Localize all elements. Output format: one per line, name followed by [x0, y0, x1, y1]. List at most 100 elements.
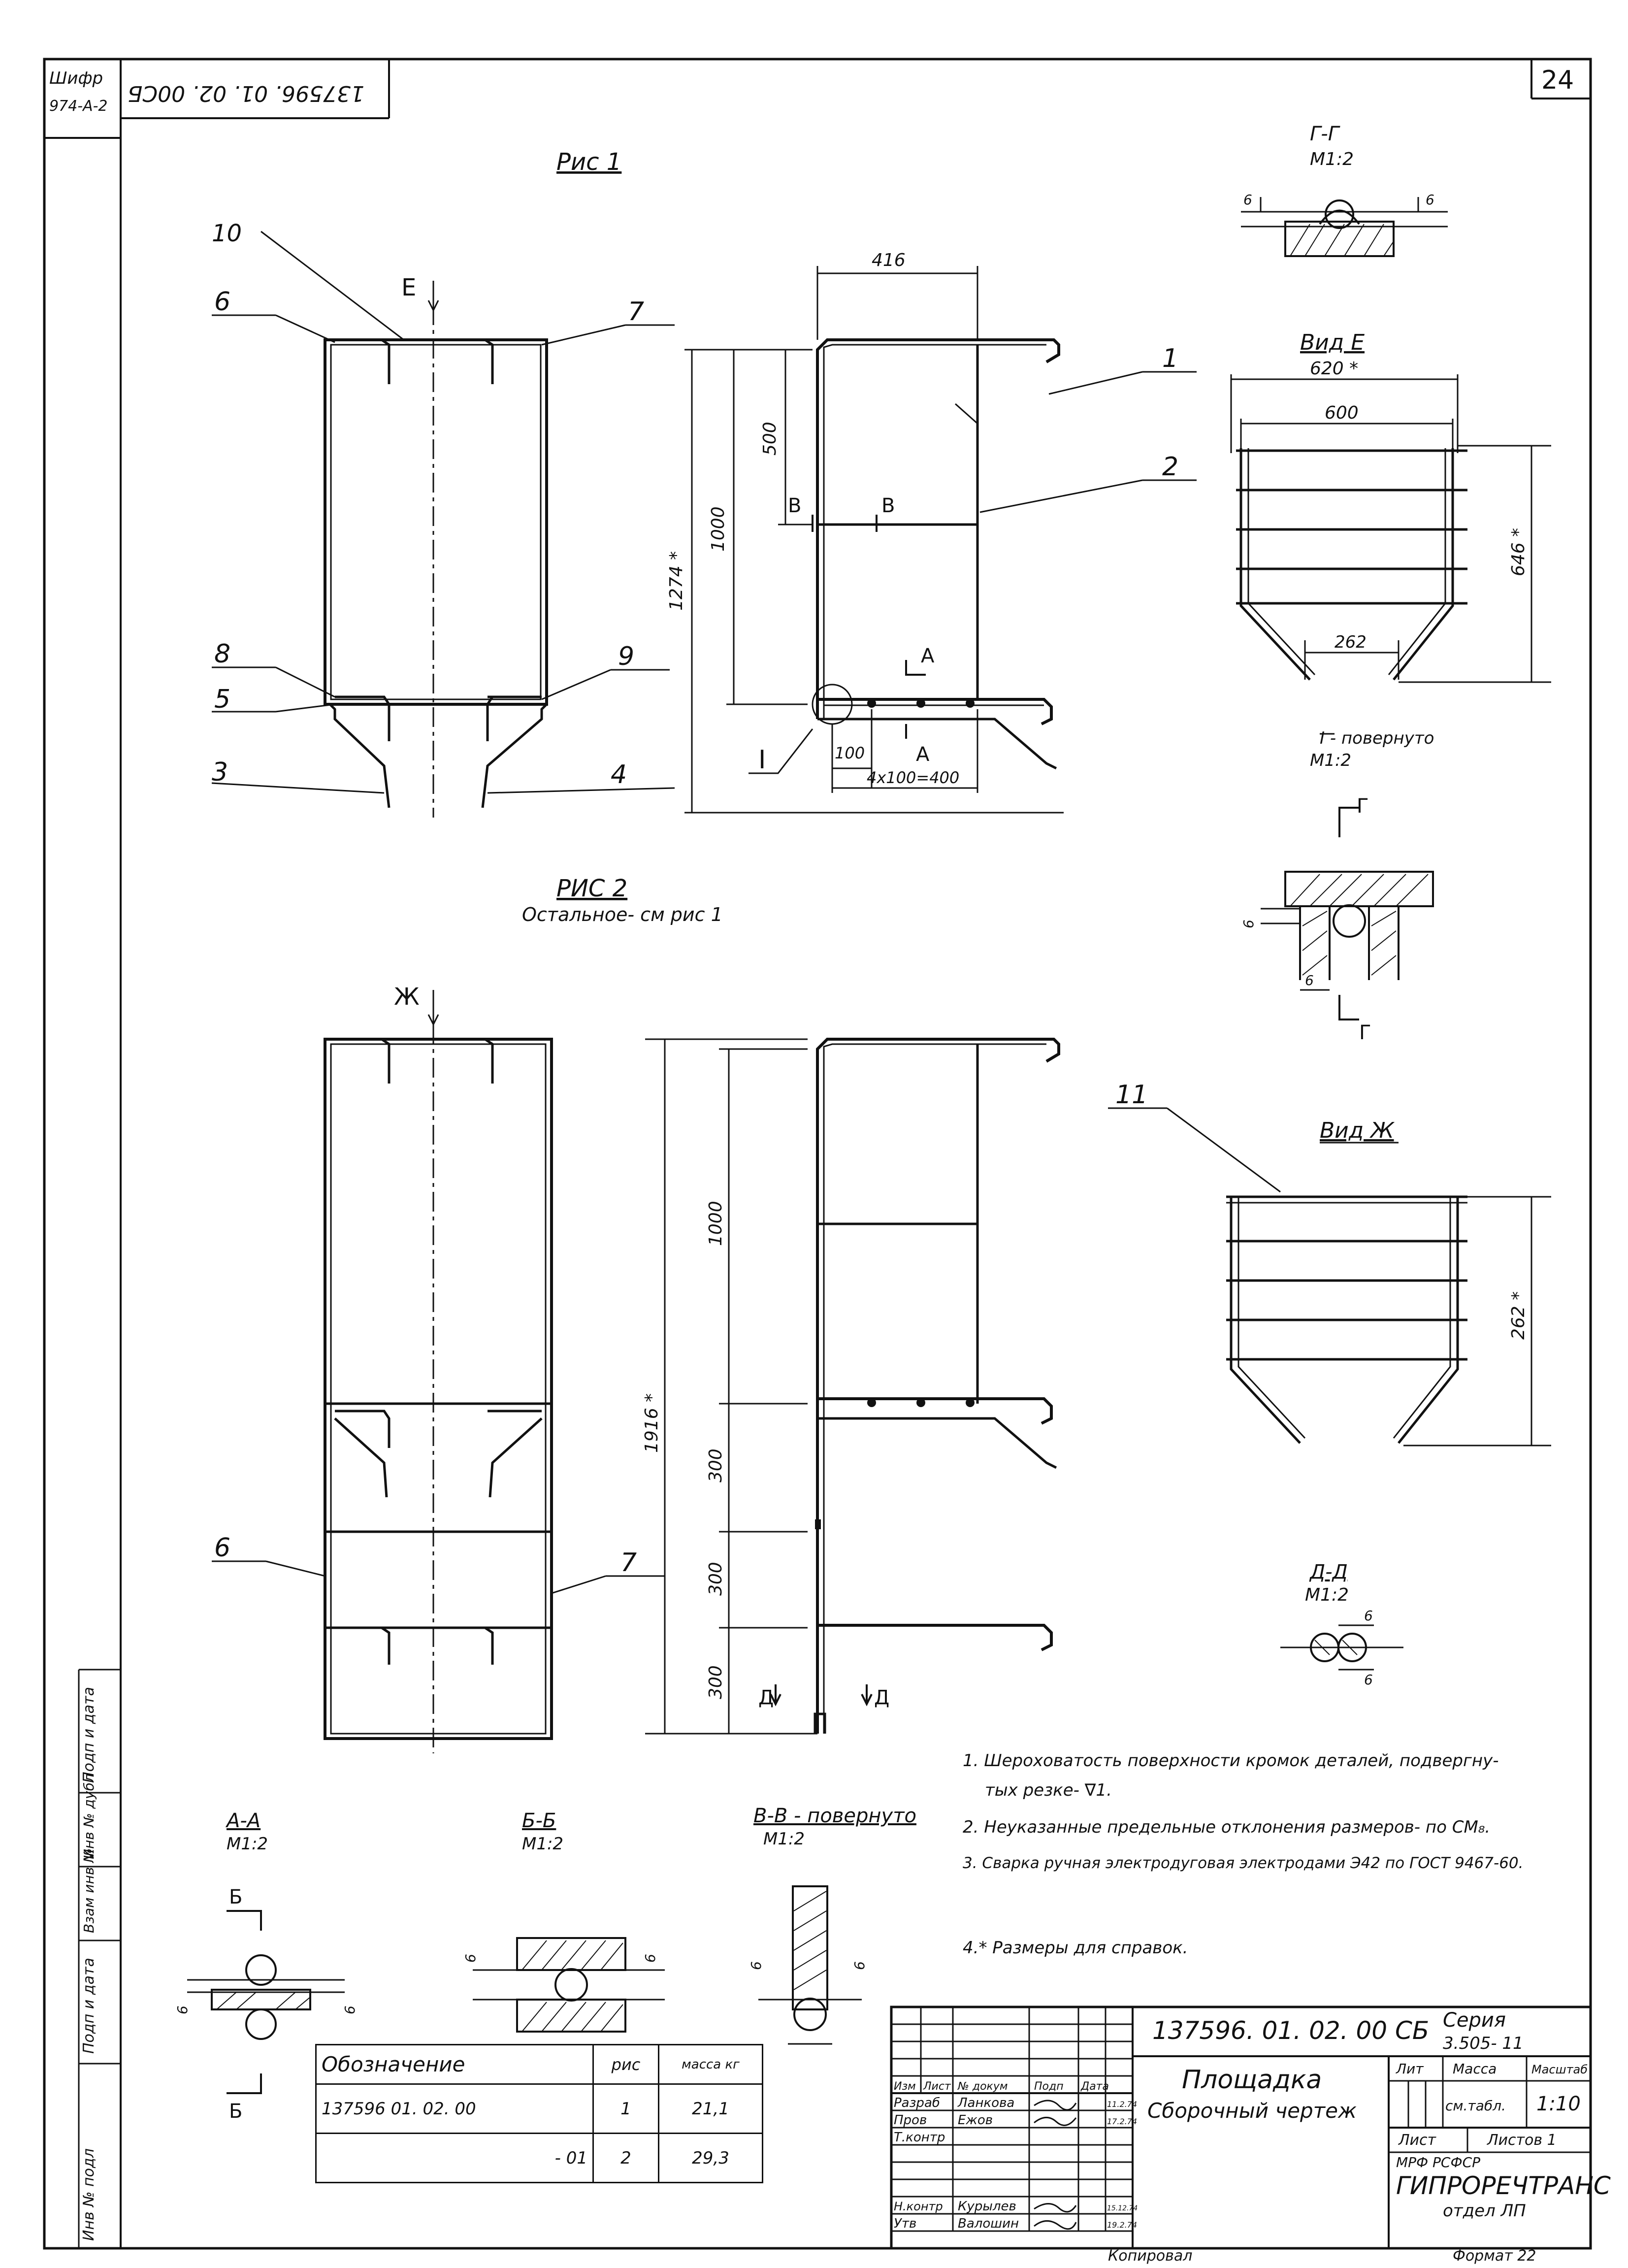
parts-header-designation: Обозначение [315, 2044, 594, 2085]
parts-cell-mass: 29,3 [658, 2133, 763, 2183]
parts-cell-designation: 137596 01. 02. 00 [315, 2083, 594, 2134]
dim-262b: 262 * [1508, 1291, 1529, 1340]
fig2-subtitle: Остальное- см рис 1 [522, 904, 723, 925]
bb-weld-6b: 6 [642, 1954, 658, 1963]
dim-100: 100 [835, 744, 865, 762]
i-scale: М1:2 [1310, 751, 1351, 770]
tb-role-5: Утв [894, 2216, 916, 2231]
callout-6: 6 [214, 287, 230, 317]
dim-262: 262 [1335, 632, 1367, 652]
tb-role-2: Пров [894, 2113, 927, 2128]
tb-role-2-name: Ежов [958, 2113, 993, 2128]
vv-weld-6a: 6 [748, 1961, 764, 1970]
callout-10: 10 [212, 220, 242, 247]
margin-label-1: Инв № подл [80, 2148, 98, 2241]
tb-col-mass: Масса [1453, 2061, 1497, 2077]
i-weld-6a: 6 [1240, 920, 1257, 928]
tb-scale-value: 1:10 [1536, 2093, 1581, 2115]
callout-4: 4 [611, 760, 627, 789]
tb-series-value: 3.505- 11 [1443, 2034, 1524, 2053]
dd-weld-6a: 6 [1364, 1608, 1373, 1624]
margin-label-2: Подп и дата [80, 1958, 98, 2054]
section-bb: 6 6 [462, 1937, 665, 2033]
dim-300c: 300 [706, 1665, 726, 1699]
parts-cell-mass: 21,1 [658, 2083, 763, 2134]
cipher-label: Шифр [49, 68, 103, 88]
note-1-line2: тых резке- ∇1. [985, 1780, 1112, 1800]
dim-4x100: 4х100=400 [867, 768, 959, 787]
tb-role-h3: Подп [1034, 2080, 1064, 2093]
fig1-side-dims: 416 500 1000 1274 * 100 4х100=400 I А А … [666, 250, 1064, 814]
cut-mark-B-bottom: Б [229, 2100, 242, 2123]
view-mark-ZH: Ж [394, 983, 420, 1011]
note-4: 4.* Размеры для справок. [963, 1938, 1188, 1958]
fig1-title: Рис 1 [556, 148, 621, 176]
tb-col-lit: Лит [1396, 2061, 1424, 2077]
i-weld-6b: 6 [1305, 972, 1314, 988]
title-block [890, 2005, 1592, 2250]
tb-role-h4: Дата [1080, 2080, 1109, 2093]
tb-role-h1: Лист [923, 2080, 951, 2093]
tb-role-5-name: Валошин [958, 2216, 1019, 2231]
tb-role-5-date: 19.2.74 [1107, 2220, 1137, 2230]
cut-mark-G1: Г [1357, 795, 1368, 818]
upside-down-code: 137596. 01. 02. 00СБ [128, 81, 364, 106]
parts-cell-fig: 1 [592, 2083, 659, 2134]
cut-mark-B-top: Б [229, 1886, 242, 1908]
note-2: 2. Неуказанные предельные отклонения раз… [963, 1817, 1491, 1837]
gg-weld-6a: 6 [1243, 192, 1252, 208]
dim-300b: 300 [706, 1562, 726, 1596]
fig2-side-view [814, 1038, 1060, 1734]
callout-7: 7 [628, 297, 644, 327]
dd-weld-6b: 6 [1364, 1672, 1373, 1688]
note-1-line1: 1. Шероховатость поверхности кромок дета… [963, 1751, 1499, 1771]
callout-3: 3 [212, 757, 228, 787]
cut-mark-B2: В [881, 494, 895, 517]
gg-weld-6b: 6 [1426, 192, 1434, 208]
section-vv: 6 6 [748, 1885, 868, 2045]
tb-col-scale: Масштаб [1531, 2063, 1588, 2076]
parts-table: Обозначение рис масса кг 137596 01. 02. … [315, 2044, 763, 2183]
bb-title: Б-Б [522, 1809, 556, 1832]
section-gg: 6 6 [1241, 192, 1448, 257]
dim-1274: 1274 * [666, 551, 686, 611]
callout-8: 8 [214, 639, 230, 669]
callout-6b: 6 [214, 1533, 230, 1563]
tb-role-1-date: 11.2.74 [1107, 2100, 1137, 2109]
tb-mass-value: см.табл. [1445, 2098, 1506, 2114]
vid-e-view: 620 * 600 646 * 262 [1230, 359, 1551, 683]
tb-code: 137596. 01. 02. 00 СБ [1152, 2016, 1429, 2045]
tb-role-1-name: Ланкова [957, 2096, 1014, 2110]
aa-weld-6b: 6 [342, 2005, 358, 2014]
vv-title: В-В - повернуто [753, 1805, 916, 1827]
fig1-front-view: Е [324, 274, 548, 818]
tb-series-label: Серия [1443, 2009, 1506, 2032]
tb-name: Площадка [1182, 2065, 1322, 2095]
bb-scale: М1:2 [522, 1834, 563, 1854]
dd-scale: М1:2 [1305, 1585, 1349, 1605]
dim-600: 600 [1325, 403, 1359, 423]
dim-1000: 1000 [708, 506, 728, 552]
tb-role-h0: Изм [894, 2080, 916, 2093]
tb-role-h2: № докум [957, 2080, 1008, 2093]
gg-scale: М1:2 [1310, 149, 1354, 169]
gg-title: Г-Г [1310, 123, 1340, 145]
callout-5: 5 [214, 685, 230, 714]
callout-1: 1 [1162, 344, 1178, 373]
table-row: 137596 01. 02. 00 1 21,1 [315, 2083, 763, 2134]
tb-role-2-date: 17.2.74 [1107, 2117, 1137, 2126]
fig1-side-view [812, 338, 1060, 770]
dim-646: 646 * [1508, 528, 1529, 576]
outer-frame [43, 58, 1592, 2250]
parts-cell-designation: - 01 [315, 2133, 594, 2183]
fig2-front-view: Ж [324, 983, 553, 1753]
dim-500: 500 [760, 422, 780, 456]
section-aa: Б Б 6 6 [174, 1886, 358, 2123]
dim-620: 620 * [1310, 359, 1358, 379]
cut-mark-B1: В [788, 494, 801, 517]
margin-label-4: Инв № дубл [81, 1774, 97, 1859]
vv-weld-6b: 6 [851, 1961, 868, 1970]
cut-mark-A2: А [916, 743, 930, 766]
vid-zh-title: Вид Ж [1320, 1118, 1395, 1143]
margin-label-3: Взам инв № [81, 1848, 97, 1933]
